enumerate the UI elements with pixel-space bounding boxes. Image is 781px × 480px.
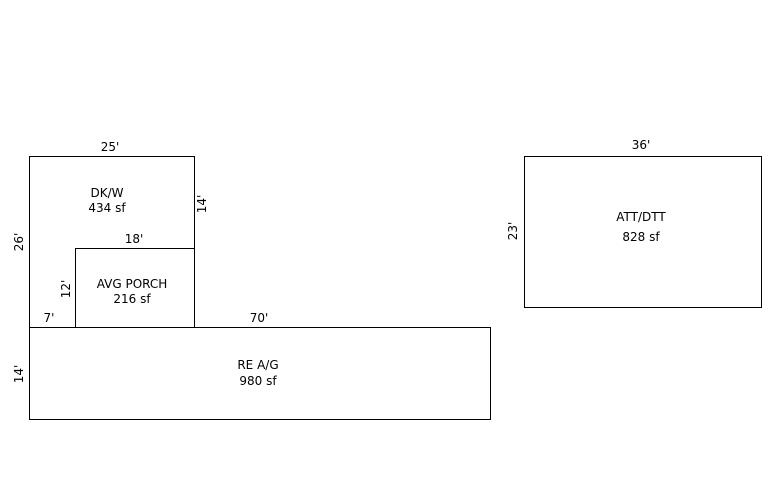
- avg-porch-left-dimension: 12': [59, 280, 73, 299]
- re-ag-left-dimension: 14': [12, 365, 26, 384]
- dk-w-right-dimension: 14': [195, 195, 209, 214]
- dk-w-left-dimension: 26': [12, 233, 26, 252]
- dk-w-area: 434 sf: [88, 201, 126, 215]
- re-ag-offset-dimension: 7': [44, 311, 55, 325]
- re-ag-outline: [29, 327, 491, 420]
- att-dtt-area: 828 sf: [622, 230, 660, 244]
- att-dtt-outline: [524, 156, 762, 308]
- re-ag-name: RE A/G: [237, 358, 278, 372]
- re-ag-top-dimension: 70': [250, 311, 269, 325]
- att-dtt-name: ATT/DTT: [616, 210, 666, 224]
- dk-w-name: DK/W: [90, 186, 123, 200]
- avg-porch-top-dimension: 18': [125, 232, 144, 246]
- att-dtt-top-dimension: 36': [632, 138, 651, 152]
- dk-w-top-dimension: 25': [101, 140, 120, 154]
- att-dtt-left-dimension: 23': [506, 222, 520, 241]
- avg-porch-name: AVG PORCH: [97, 277, 168, 291]
- dk-w-outline: [29, 156, 195, 328]
- avg-porch-area: 216 sf: [113, 292, 151, 306]
- re-ag-area: 980 sf: [239, 374, 277, 388]
